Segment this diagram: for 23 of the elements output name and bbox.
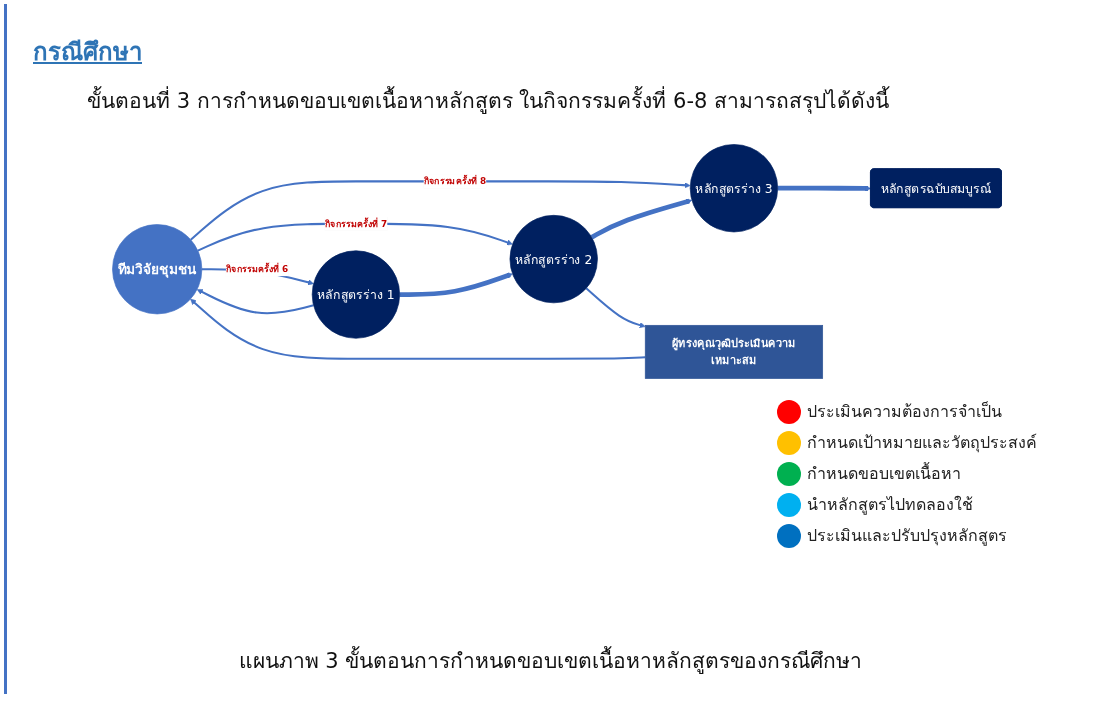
legend-label: กำหนดขอบเขตเนื้อหา (807, 461, 961, 485)
node-circle: หลักสูตรร่าง 2 (509, 215, 598, 304)
legend-label: ประเมินความต้องการจำเป็น (807, 400, 1002, 423)
node-circle: ทีมวิจัยชุมชน (112, 224, 203, 315)
intro-text: ขั้นตอนที่ 3 การกำหนดขอบเขตเนื้อหาหลักสูตร ในกิจกรรมครั้งที่ 6-8 สามารถสรุปได้ดังนี้ (87, 84, 890, 117)
arrow (590, 198, 693, 240)
arrow (585, 287, 646, 328)
figure-caption: แผนภาพ 3 ขั้นตอนการกำหนดขอบเขตเนื้อหาหลักสูตรของกรณีศึกษา (7, 644, 1094, 677)
arrow (196, 289, 314, 315)
edge-label: กิจกรรมครั้งที่ 7 (324, 218, 388, 229)
node-circle: หลักสูตรร่าง 1 (311, 250, 400, 339)
legend-label: กำหนดเป้าหมายและวัตถุประสงค์ (807, 432, 1037, 455)
arrow (777, 185, 872, 192)
edge-label: กิจกรรมครั้งที่ 6 (225, 263, 289, 275)
node-box: ผู้ทรงคุณวุฒิประเมินความเหมาะสม (644, 324, 824, 379)
edge-label: กิจกรรมครั้งที่ 8 (423, 176, 487, 187)
arrow (399, 272, 513, 297)
arrow (190, 180, 691, 241)
arrow (190, 298, 646, 360)
heading: กรณีศึกษา (33, 37, 142, 68)
legend-label: นำหลักสูตรไปทดลองใช้ (807, 494, 973, 517)
legend-label: ประเมินและปรับปรุงหลักสูตร (807, 525, 1007, 548)
node-circle: หลักสูตรร่าง 3 (689, 144, 779, 233)
